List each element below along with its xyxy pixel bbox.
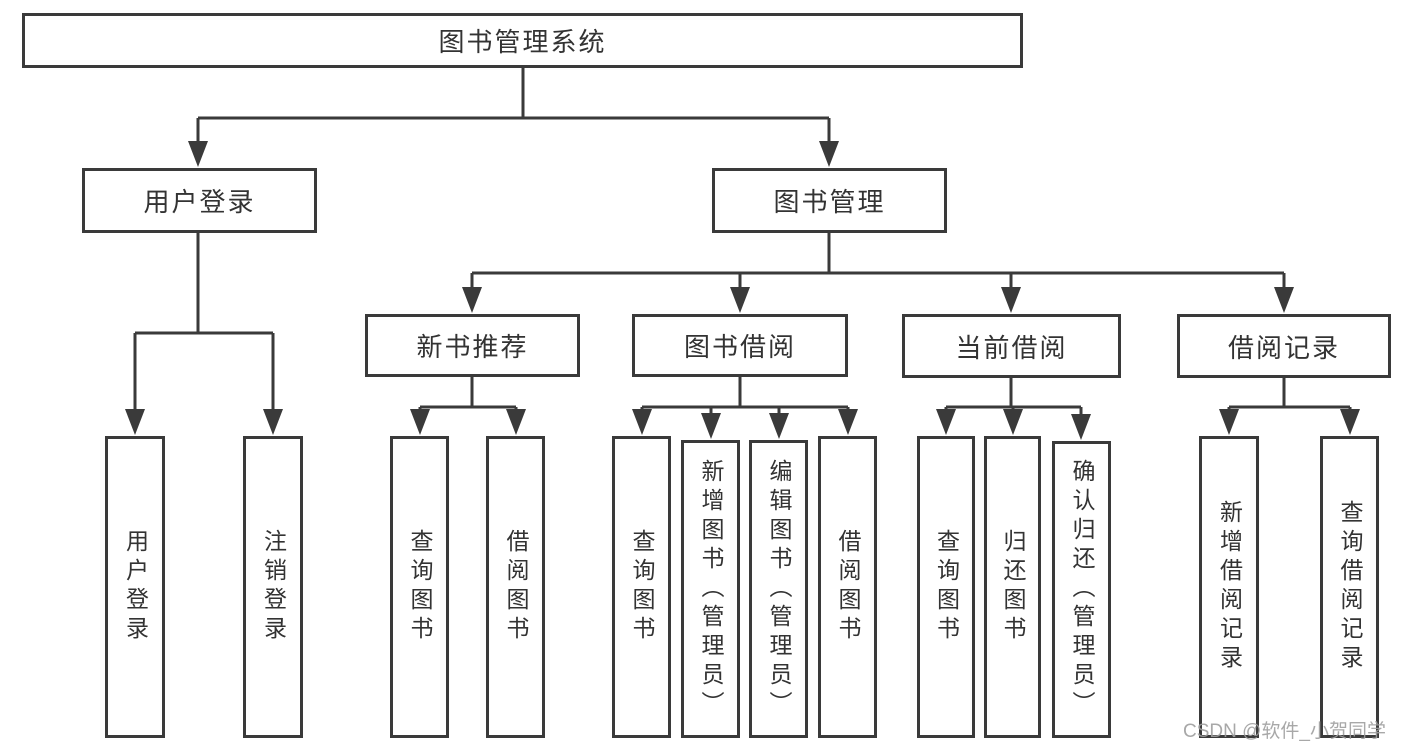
node-label: 编辑图书（管理员）: [766, 458, 792, 720]
node-label: 借阅图书: [503, 529, 529, 645]
csdn-watermark: CSDN @软件_小贺同学: [1183, 721, 1386, 742]
node-label: 归还图书: [1000, 529, 1026, 645]
node-label: 注销登录: [260, 529, 287, 645]
leaf-borrow-add-books-admin: 新增图书（管理员）: [681, 440, 740, 738]
node-label: 新增借阅记录: [1216, 500, 1243, 674]
node-label: 借阅记录: [1227, 332, 1340, 363]
node-root: 图书管理系统: [22, 13, 1023, 68]
node-label: 查询图书: [407, 529, 433, 645]
leaf-records-add-record: 新增借阅记录: [1199, 436, 1259, 738]
node-label: 查询图书: [629, 529, 655, 645]
leaf-borrow-query-books: 查询图书: [612, 436, 671, 738]
node-label: 当前借阅: [955, 332, 1068, 363]
node-label: 查询借阅记录: [1337, 500, 1363, 674]
node-label: 新书推荐: [416, 332, 529, 362]
node-current-borrow: 当前借阅: [902, 314, 1121, 378]
node-label: 借阅图书: [835, 529, 861, 645]
node-borrow-records: 借阅记录: [1177, 314, 1391, 378]
node-user-login: 用户登录: [82, 168, 317, 233]
leaf-borrow-borrow-books: 借阅图书: [818, 436, 877, 738]
arrowheads: [125, 141, 1360, 440]
node-book-borrow: 图书借阅: [632, 314, 848, 377]
leaf-records-query-record: 查询借阅记录: [1320, 436, 1379, 738]
leaf-current-confirm-return-admin: 确认归还（管理员）: [1052, 441, 1111, 738]
node-label: 查询图书: [933, 529, 960, 645]
node-label: 确认归还（管理员）: [1069, 459, 1095, 720]
node-book-management: 图书管理: [712, 168, 947, 233]
leaf-user-login: 用户登录: [105, 436, 165, 738]
node-label: 图书管理系统: [438, 27, 607, 57]
node-label: 用户登录: [122, 529, 149, 645]
leaf-recommend-query-books: 查询图书: [390, 436, 449, 738]
node-label: 用户登录: [143, 187, 256, 217]
leaf-current-query-books: 查询图书: [917, 436, 975, 738]
leaf-logout-login: 注销登录: [243, 436, 303, 738]
leaf-current-return-books: 归还图书: [984, 436, 1041, 738]
node-label: 图书管理: [773, 187, 886, 217]
node-new-book-recommend: 新书推荐: [365, 314, 580, 377]
leaf-borrow-edit-books-admin: 编辑图书（管理员）: [749, 440, 808, 738]
node-label: 图书借阅: [683, 332, 796, 362]
node-label: 新增图书（管理员）: [698, 458, 724, 720]
leaf-recommend-borrow-books: 借阅图书: [486, 436, 545, 738]
